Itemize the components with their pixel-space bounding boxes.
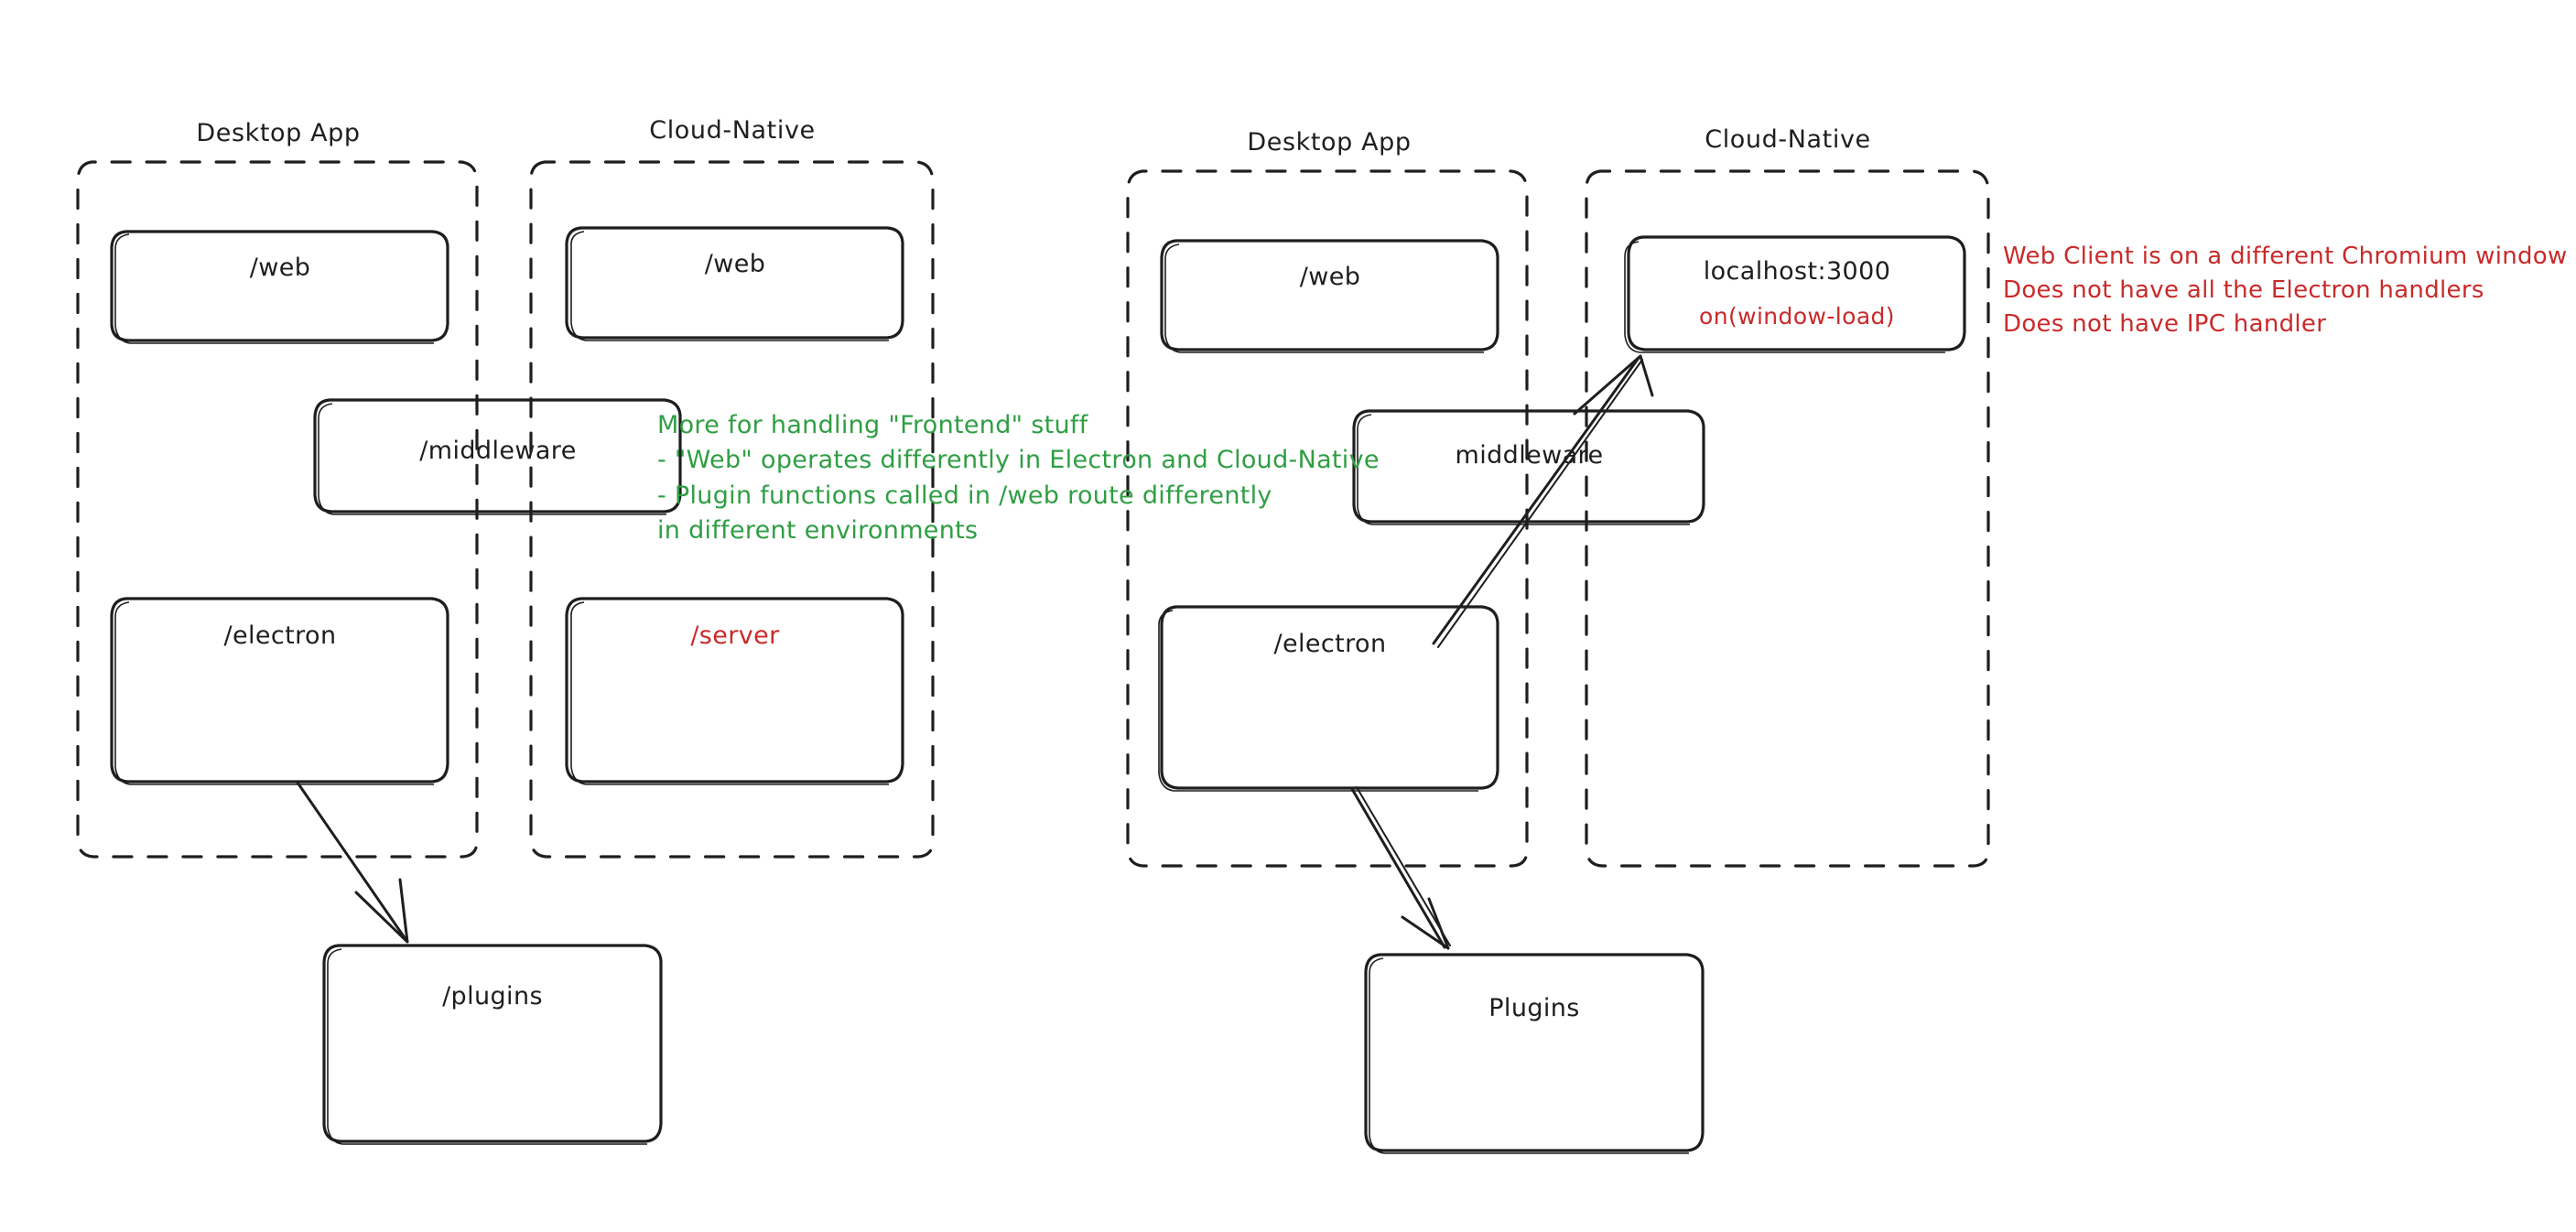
node-web-right[interactable]: /web xyxy=(1162,241,1499,351)
arrow-electron-to-localhost-right xyxy=(1432,356,1640,645)
node-outline-electron-right-2 xyxy=(1158,610,1478,792)
node-label-plugins-right: Plugins xyxy=(1488,994,1580,1022)
group-label-desktop-app-right: Desktop App xyxy=(1247,128,1412,157)
node-outline-plugins-left-2 xyxy=(327,948,647,1145)
node-label-middleware-left: /middleware xyxy=(419,437,577,465)
node-web-desktop-left[interactable]: /web xyxy=(112,232,449,341)
node-outline-middleware-left-2 xyxy=(318,403,666,515)
arrow-head-electron-to-plugins-right xyxy=(1401,897,1450,950)
node-server-left[interactable]: /server xyxy=(567,599,904,782)
node-outline-middleware-right xyxy=(1352,409,1705,524)
arrow-electron-to-plugins-right-2 xyxy=(1356,786,1451,946)
node-outline-localhost-right-2 xyxy=(1624,241,1945,353)
annotation-frontend-note: More for handling "Frontend" stuff - "We… xyxy=(657,411,1380,545)
node-outline-web-desktop-left-2 xyxy=(114,233,434,344)
node-middleware-left[interactable]: /middleware xyxy=(315,400,681,512)
arrow-electron-to-plugins-right xyxy=(1350,787,1446,949)
group-label-desktop-app-left: Desktop App xyxy=(196,119,361,147)
node-outline-web-right xyxy=(1160,239,1499,351)
node-plugins-right[interactable]: Plugins xyxy=(1366,955,1703,1151)
node-label-localhost-right: localhost:3000 xyxy=(1703,257,1891,286)
annotation-web-client-note: Web Client is on a different Chromium wi… xyxy=(2003,243,2568,338)
node-outline-plugins-left xyxy=(322,944,663,1143)
node-outline-electron-left xyxy=(110,597,449,784)
node-label-electron-left: /electron xyxy=(223,621,337,650)
node-outline-middleware-left xyxy=(313,398,682,513)
node-outline-web-desktop-left xyxy=(110,230,449,342)
node-label-middleware-right: middleware xyxy=(1455,441,1604,470)
arrow-head-electron-to-localhost-right xyxy=(1573,354,1654,416)
node-label-server-left: /server xyxy=(690,621,780,650)
node-middleware-right[interactable]: middleware xyxy=(1354,411,1705,523)
node-outline-plugins-right-2 xyxy=(1369,957,1689,1154)
node-label-web-desktop-left: /web xyxy=(249,254,311,282)
node-label-plugins-left: /plugins xyxy=(442,982,543,1010)
node-outline-web-cloud-left-2 xyxy=(570,231,889,341)
node-outline-electron-left-2 xyxy=(114,601,434,785)
group-outline-desktop-app-left xyxy=(76,160,479,859)
group-label-cloud-native-right: Cloud-Native xyxy=(1705,125,1871,154)
node-outline-plugins-right xyxy=(1364,953,1705,1152)
arrow-head-electron-to-plugins-left xyxy=(354,878,409,944)
arrow-electron-to-plugins-left xyxy=(296,781,407,941)
arrow-electron-to-localhost-right-2 xyxy=(1437,359,1643,648)
node-sublabel-on-window-load-right: on(window-load) xyxy=(1699,303,1895,330)
node-outline-web-right-2 xyxy=(1164,243,1484,353)
node-outline-web-cloud-left xyxy=(565,226,904,340)
node-electron-right[interactable]: /electron xyxy=(1162,607,1499,788)
node-label-web-cloud-left: /web xyxy=(704,250,766,278)
group-outline-cloud-native-right xyxy=(1585,169,1990,868)
group-outline-desktop-app-right xyxy=(1126,169,1529,868)
node-outline-localhost-right xyxy=(1627,235,1966,351)
node-outline-middleware-right-2 xyxy=(1357,414,1690,525)
node-web-cloud-left[interactable]: /web xyxy=(567,228,904,338)
node-plugins-left[interactable]: /plugins xyxy=(324,946,661,1141)
node-electron-left[interactable]: /electron xyxy=(112,599,449,782)
node-outline-electron-right xyxy=(1160,605,1499,790)
group-label-cloud-native-left: Cloud-Native xyxy=(649,116,816,145)
node-outline-server-left xyxy=(565,597,904,784)
group-outline-cloud-native-left xyxy=(529,160,935,859)
node-localhost-right[interactable]: localhost:3000 on(window-load) xyxy=(1629,237,1965,351)
node-outline-server-left-2 xyxy=(570,601,889,785)
node-label-electron-right: /electron xyxy=(1273,630,1387,658)
node-label-web-right: /web xyxy=(1299,263,1361,291)
